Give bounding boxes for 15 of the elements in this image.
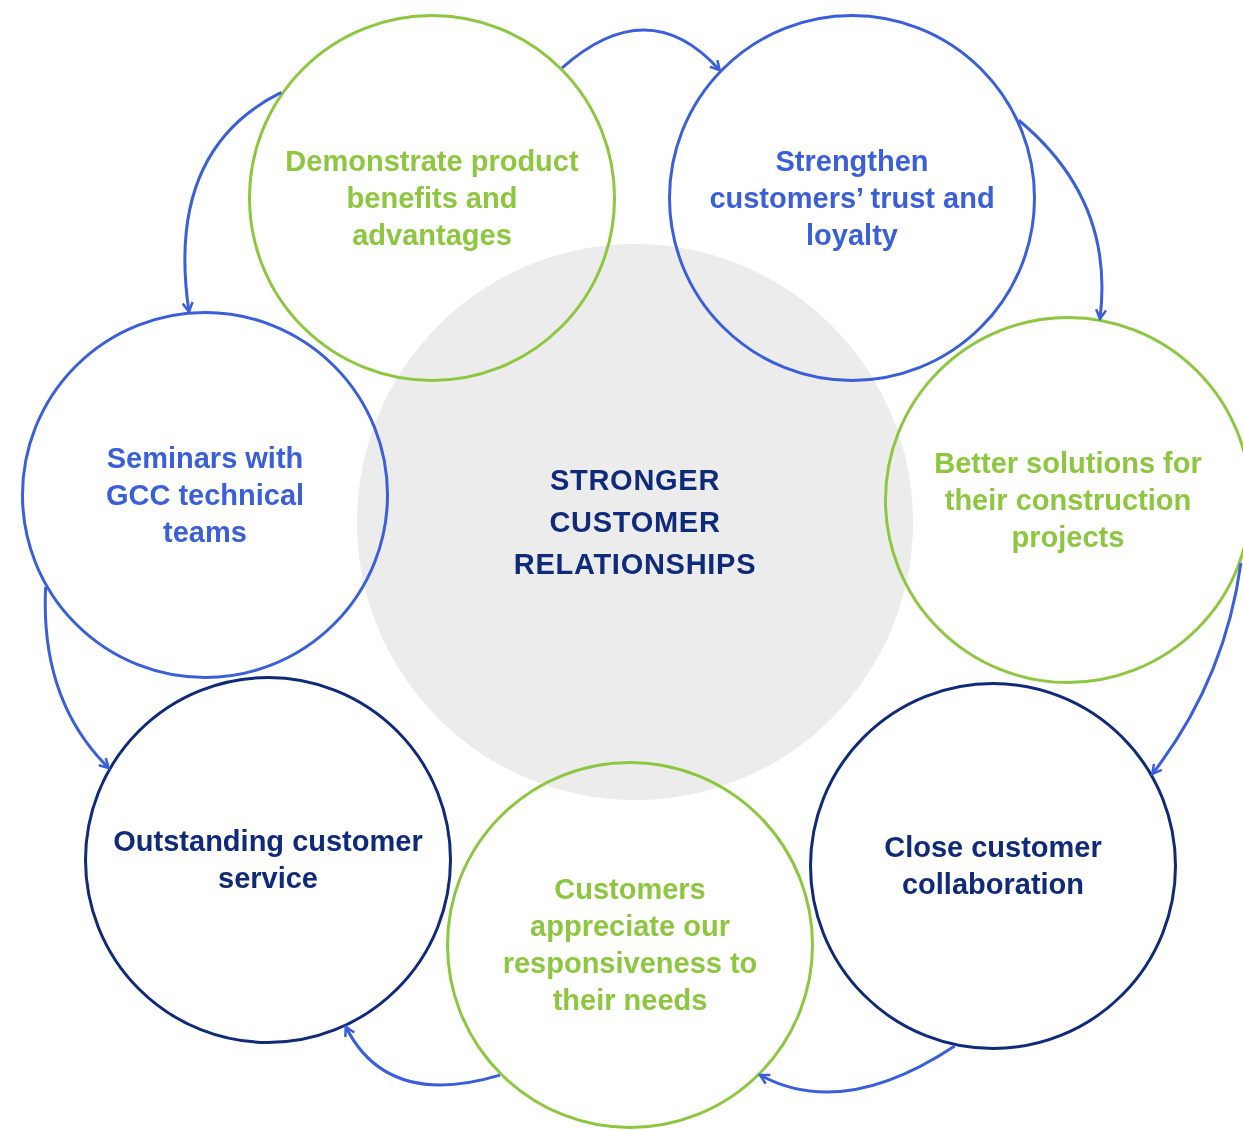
curved-arrow	[758, 1044, 956, 1094]
circle-label: STRONGER CUSTOMER RELATIONSHIPS	[512, 463, 758, 582]
curved-arrow	[181, 91, 282, 313]
curved-arrow	[43, 586, 110, 770]
circle-label: Close customer collaboration	[883, 830, 1103, 902]
circle-label: Outstanding customer service	[112, 824, 424, 896]
circle-label: Customers appreciate our responsiveness to their needs	[501, 872, 759, 1018]
circle-label: Strengthen customers’ trust and loyalty	[708, 143, 996, 253]
curved-arrow	[561, 28, 721, 72]
curved-arrow	[344, 1025, 501, 1087]
circle-label: Better solutions for their construction projects	[933, 445, 1203, 555]
circle-label: Demonstrate product benefits and advantages	[284, 143, 580, 253]
curved-arrow	[1151, 562, 1243, 776]
circle-label: Seminars with GCC technical teams	[104, 440, 306, 550]
curved-arrow	[1017, 119, 1107, 321]
